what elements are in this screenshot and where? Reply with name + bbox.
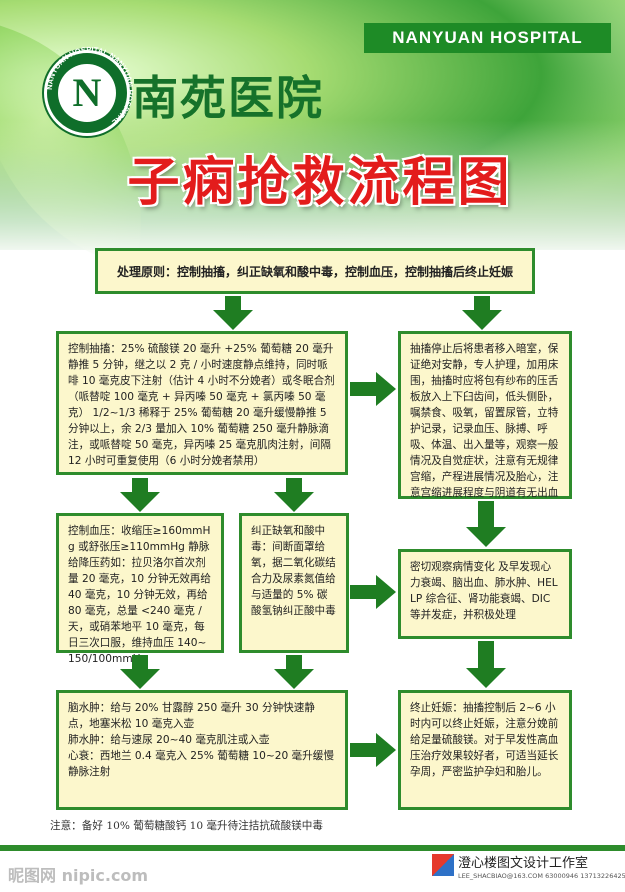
footnote: 注意：备好 10% 葡萄糖酸钙 10 毫升待注拮抗硫酸镁中毒 xyxy=(50,820,323,832)
down-arrow-icon xyxy=(274,655,314,689)
acidosis-box: 纠正缺氧和酸中毒：间断面罩给氧，据二氧化碳结合力及尿素氮值给与适量的 5% 碳酸… xyxy=(239,513,349,653)
right-arrow-icon xyxy=(350,733,396,767)
page-title: 子痫抢救流程图 xyxy=(127,153,513,213)
down-arrow-icon xyxy=(466,501,506,547)
hospital-english-name: NANYUAN HOSPITAL xyxy=(364,23,611,53)
down-arrow-icon xyxy=(274,478,314,512)
down-arrow-icon xyxy=(120,655,160,689)
right-arrow-icon xyxy=(350,575,396,609)
principle-box: 处理原则：控制抽搐，纠正缺氧和酸中毒，控制血压，控制抽搐后终止妊娠 xyxy=(95,248,535,294)
nursing-box: 抽搐停止后将患者移入暗室，保证绝对安静，专人护理，加用床围，抽搐时应将包有纱布的… xyxy=(398,331,572,499)
studio-credit: 澄心楼图文设计工作室 LEE_SHACBIAO@163.COM 63000946… xyxy=(432,852,625,886)
down-arrow-icon xyxy=(213,296,253,330)
termination-box: 终止妊娠：抽搐控制后 2~6 小时内可以终止妊娠，注意分娩前给足量硫酸镁。对于早… xyxy=(398,690,572,810)
footer-divider xyxy=(0,845,625,851)
watermark-text: 昵图网 nipic.com xyxy=(8,866,149,885)
convulsion-control-box: 控制抽搐：25% 硫酸镁 20 毫升 +25% 葡萄糖 20 毫升静推 5 分钟… xyxy=(56,331,348,475)
complications-box: 密切观察病情变化 及早发现心力衰竭、脑出血、肺水肿、HELLP 综合征、肾功能衰… xyxy=(398,549,572,639)
studio-name: 澄心楼图文设计工作室 xyxy=(458,856,589,871)
footer xyxy=(0,851,625,892)
right-arrow-icon xyxy=(350,372,396,406)
logo-center xyxy=(58,64,116,122)
header-fade xyxy=(0,120,625,260)
down-arrow-icon xyxy=(462,296,502,330)
bp-control-box: 控制血压：收缩压≥160mmHg 或舒张压≥110mmHg 静脉给降压药如：拉贝… xyxy=(56,513,224,665)
down-arrow-icon xyxy=(120,478,160,512)
hospital-chinese-name: 南苑医院 xyxy=(132,71,324,125)
logo-letter: N xyxy=(72,70,102,115)
edema-treatment-box: 脑水肿：给与 20% 甘露醇 250 毫升 30 分钟快速静点，地塞米松 10 … xyxy=(56,690,348,810)
studio-logo-icon xyxy=(432,854,454,876)
down-arrow-icon xyxy=(466,641,506,688)
studio-contact: LEE_SHACBIAO@163.COM 63000946 1371322642… xyxy=(458,872,625,880)
